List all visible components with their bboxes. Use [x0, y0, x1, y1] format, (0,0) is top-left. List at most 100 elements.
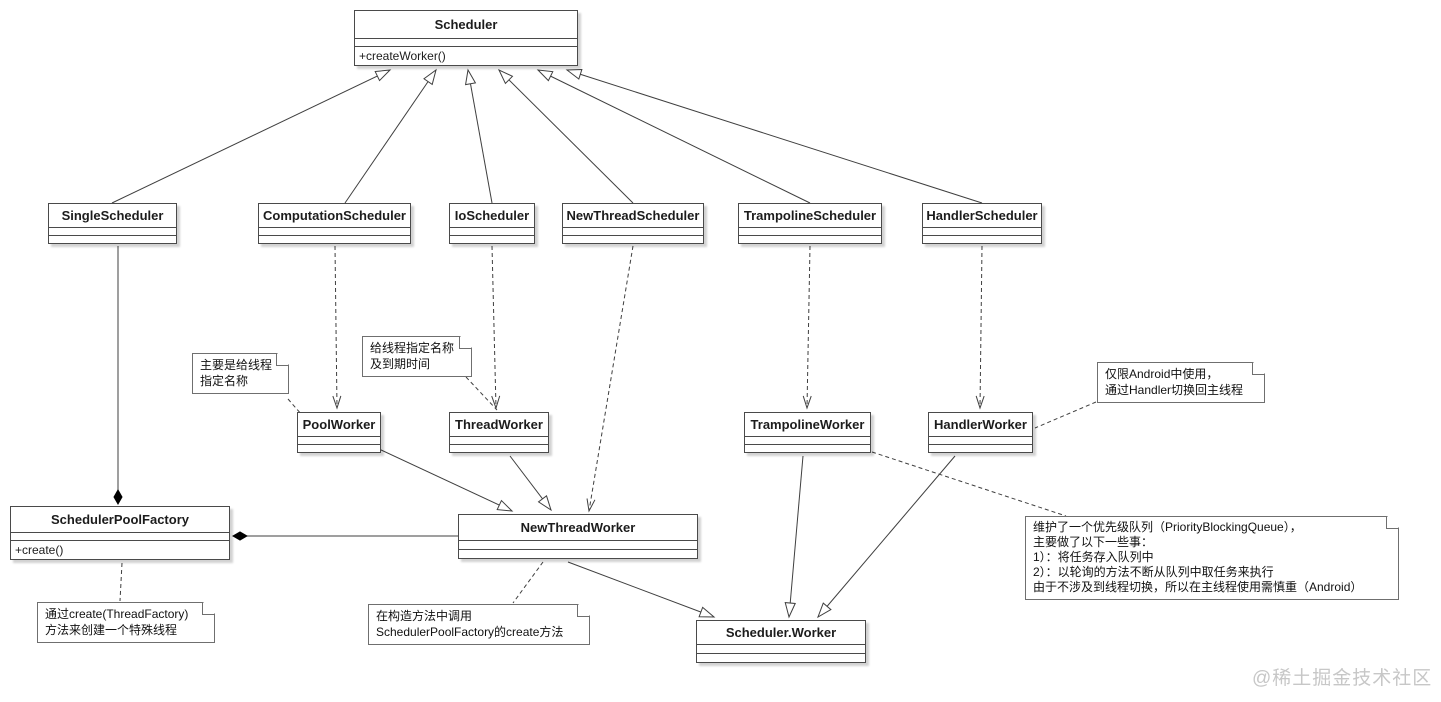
edge-newthreadsched-to-newthreadworker: [586, 245, 634, 513]
edge-single-to-scheduler: [111, 69, 392, 204]
class-fields-compartment: [11, 532, 229, 540]
anchor-note-thread-naming: [465, 376, 498, 411]
class-methods-compartment: [697, 653, 865, 662]
class-io-scheduler[interactable]: IoScheduler: [449, 203, 535, 244]
edge-computation-to-scheduler: [344, 68, 437, 204]
class-handler-worker[interactable]: HandlerWorker: [928, 412, 1033, 453]
class-pool-worker[interactable]: PoolWorker: [297, 412, 381, 453]
note-handler-usage[interactable]: 仅限Android中使用， 通过Handler切换回主线程: [1097, 362, 1265, 403]
class-methods-compartment: [49, 235, 176, 243]
class-scheduler-pool-factory[interactable]: SchedulerPoolFactory +create(): [10, 506, 230, 560]
note-line: 2）：以轮询的方法不断从队列中取任务来执行: [1033, 565, 1274, 579]
class-methods-compartment: [459, 549, 697, 558]
class-fields-compartment: [923, 227, 1041, 235]
note-line: 1）：将任务存入队列中: [1033, 550, 1154, 564]
watermark: @稀土掘金技术社区: [1252, 668, 1433, 689]
note-line: 通过create(ThreadFactory): [45, 607, 189, 621]
class-scheduler-worker[interactable]: Scheduler.Worker: [696, 620, 866, 663]
note-line: 由于不涉及到线程切换，所以在主线程使用需慎重（Android）: [1033, 580, 1363, 594]
edge-trampolineworker-to-schedulerworker: [784, 455, 804, 619]
note-line: SchedulerPoolFactory的create方法: [376, 625, 564, 639]
class-fields-compartment: [697, 644, 865, 653]
note-line: 及到期时间: [370, 357, 431, 371]
class-methods-compartment: [298, 444, 380, 452]
class-fields-compartment: [929, 436, 1032, 444]
class-trampoline-scheduler[interactable]: TrampolineScheduler: [738, 203, 882, 244]
class-title: IoScheduler: [454, 208, 530, 223]
class-trampoline-worker[interactable]: TrampolineWorker: [744, 412, 871, 453]
edge-poolworker-to-newthreadworker: [378, 448, 514, 512]
class-fields-compartment: [459, 540, 697, 549]
class-methods-compartment: [450, 444, 548, 452]
class-method: +createWorker(): [355, 46, 577, 65]
class-methods-compartment: [259, 235, 410, 243]
class-fields-compartment: [355, 38, 577, 46]
class-computation-scheduler[interactable]: ComputationScheduler: [258, 203, 411, 244]
class-title: HandlerWorker: [934, 417, 1027, 432]
class-scheduler[interactable]: Scheduler +createWorker(): [354, 10, 578, 66]
note-thread-naming[interactable]: 给线程指定名称 及到期时间: [362, 336, 472, 377]
anchor-note-trampoline-desc: [871, 451, 1067, 517]
class-fields-compartment: [259, 227, 410, 235]
note-line: 指定名称: [200, 374, 249, 388]
edge-trampolinesched-to-trampolineworker: [802, 245, 812, 410]
class-new-thread-worker[interactable]: NewThreadWorker: [458, 514, 698, 559]
edge-trampoline-to-scheduler: [536, 69, 811, 204]
class-title: HandlerScheduler: [926, 208, 1038, 223]
class-single-scheduler[interactable]: SingleScheduler: [48, 203, 177, 244]
class-fields-compartment: [745, 436, 870, 444]
edge-newthread-to-scheduler: [497, 68, 634, 204]
class-fields-compartment: [49, 227, 176, 235]
class-fields-compartment: [450, 227, 534, 235]
anchor-note-handler-usage: [1034, 401, 1097, 429]
note-line: 给线程指定名称: [370, 341, 455, 355]
class-handler-scheduler[interactable]: HandlerScheduler: [922, 203, 1042, 244]
edge-io-to-scheduler: [464, 68, 493, 204]
anchor-note-constructor-call: [512, 561, 544, 604]
class-method: +create(): [11, 540, 229, 559]
note-line: 维护了一个优先级队列（PriorityBlockingQueue），: [1033, 520, 1302, 534]
edge-newthreadworker-to-schedulerworker: [567, 561, 716, 618]
note-pool-naming[interactable]: 主要是给线程 指定名称: [192, 353, 289, 394]
edge-handlerworker-to-schedulerworker: [817, 455, 956, 619]
class-methods-compartment: [450, 235, 534, 243]
class-thread-worker[interactable]: ThreadWorker: [449, 412, 549, 453]
class-methods-compartment: [929, 444, 1032, 452]
class-title: NewThreadScheduler: [566, 208, 700, 223]
class-methods-compartment: [745, 444, 870, 452]
class-fields-compartment: [298, 436, 380, 444]
class-title: ThreadWorker: [455, 417, 543, 432]
class-methods-compartment: [563, 235, 703, 243]
class-title: ComputationScheduler: [262, 208, 406, 223]
edge-io-to-threadworker: [491, 245, 501, 410]
note-line: 方法来创建一个特殊线程: [45, 623, 178, 637]
edge-computation-to-poolworker: [332, 245, 342, 410]
note-line: 在构造方法中调用: [376, 609, 473, 623]
edge-threadworker-to-newthreadworker: [509, 455, 552, 512]
edge-handler-to-scheduler: [565, 68, 983, 204]
class-methods-compartment: [923, 235, 1041, 243]
note-line: 主要做了以下一些事：: [1033, 535, 1154, 549]
class-fields-compartment: [450, 436, 548, 444]
note-line: 主要是给线程: [200, 358, 273, 372]
note-line: 仅限Android中使用，: [1105, 367, 1219, 381]
class-new-thread-scheduler[interactable]: NewThreadScheduler: [562, 203, 704, 244]
class-title: SchedulerPoolFactory: [51, 512, 189, 527]
note-trampoline-desc[interactable]: 维护了一个优先级队列（PriorityBlockingQueue）， 主要做了以…: [1025, 516, 1399, 600]
class-fields-compartment: [739, 227, 881, 235]
note-constructor-call[interactable]: 在构造方法中调用 SchedulerPoolFactory的create方法: [368, 604, 590, 645]
class-title: Scheduler: [434, 17, 498, 32]
note-factory-create[interactable]: 通过create(ThreadFactory) 方法来创建一个特殊线程: [37, 602, 215, 643]
note-line: 通过Handler切换回主线程: [1105, 383, 1244, 397]
class-title: TrampolineWorker: [750, 417, 865, 432]
class-title: SingleScheduler: [61, 208, 164, 223]
edge-handlersched-to-handlerworker: [975, 245, 985, 410]
class-methods-compartment: [739, 235, 881, 243]
class-fields-compartment: [563, 227, 703, 235]
class-title: Scheduler.Worker: [725, 625, 837, 640]
anchor-note-factory-create: [119, 562, 123, 602]
class-title: PoolWorker: [302, 417, 376, 432]
class-title: NewThreadWorker: [520, 520, 636, 535]
